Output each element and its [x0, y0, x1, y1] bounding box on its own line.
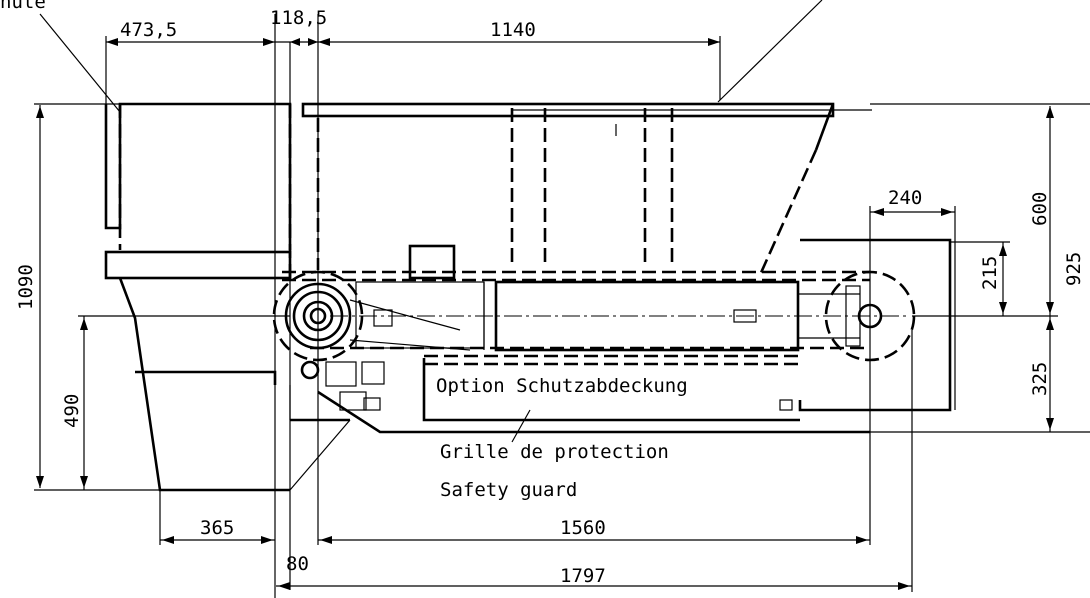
- return-wheel-right: [824, 270, 916, 362]
- callout-top-left: nute: [0, 0, 46, 13]
- dim-bottom-center: 1560: [560, 517, 606, 539]
- dim-right-upper: 600: [1029, 192, 1051, 226]
- dim-bottom-total: 1797: [560, 565, 606, 587]
- drive-wheel-left: [272, 270, 471, 411]
- dimension-arrows: [36, 38, 1054, 590]
- dim-lower-height: 490: [61, 394, 83, 428]
- dim-total-height: 1090: [15, 264, 37, 310]
- label-option-en: Safety guard: [440, 479, 577, 501]
- dim-right-total: 925: [1063, 252, 1085, 286]
- dim-top-length: 1140: [490, 19, 536, 41]
- dim-top-left-width: 473,5: [120, 19, 177, 41]
- dim-outlet-width: 240: [888, 187, 922, 209]
- hopper-left: [104, 102, 292, 492]
- dim-right-lower: 325: [1029, 362, 1051, 396]
- label-option-de: Option Schutzabdeckung: [436, 375, 688, 397]
- label-option-fr: Grille de protection: [440, 441, 669, 463]
- hopper-top: [301, 102, 872, 276]
- conveyor-frame: [282, 238, 952, 491]
- dimension-lines: [34, 14, 1090, 598]
- dim-outlet-height: 215: [979, 256, 1001, 290]
- dim-top-gap: 118,5: [270, 7, 327, 29]
- callout-leaders: [39, 0, 823, 443]
- dim-bottom-left: 365: [200, 517, 234, 539]
- dim-bottom-offset: 80: [286, 553, 309, 575]
